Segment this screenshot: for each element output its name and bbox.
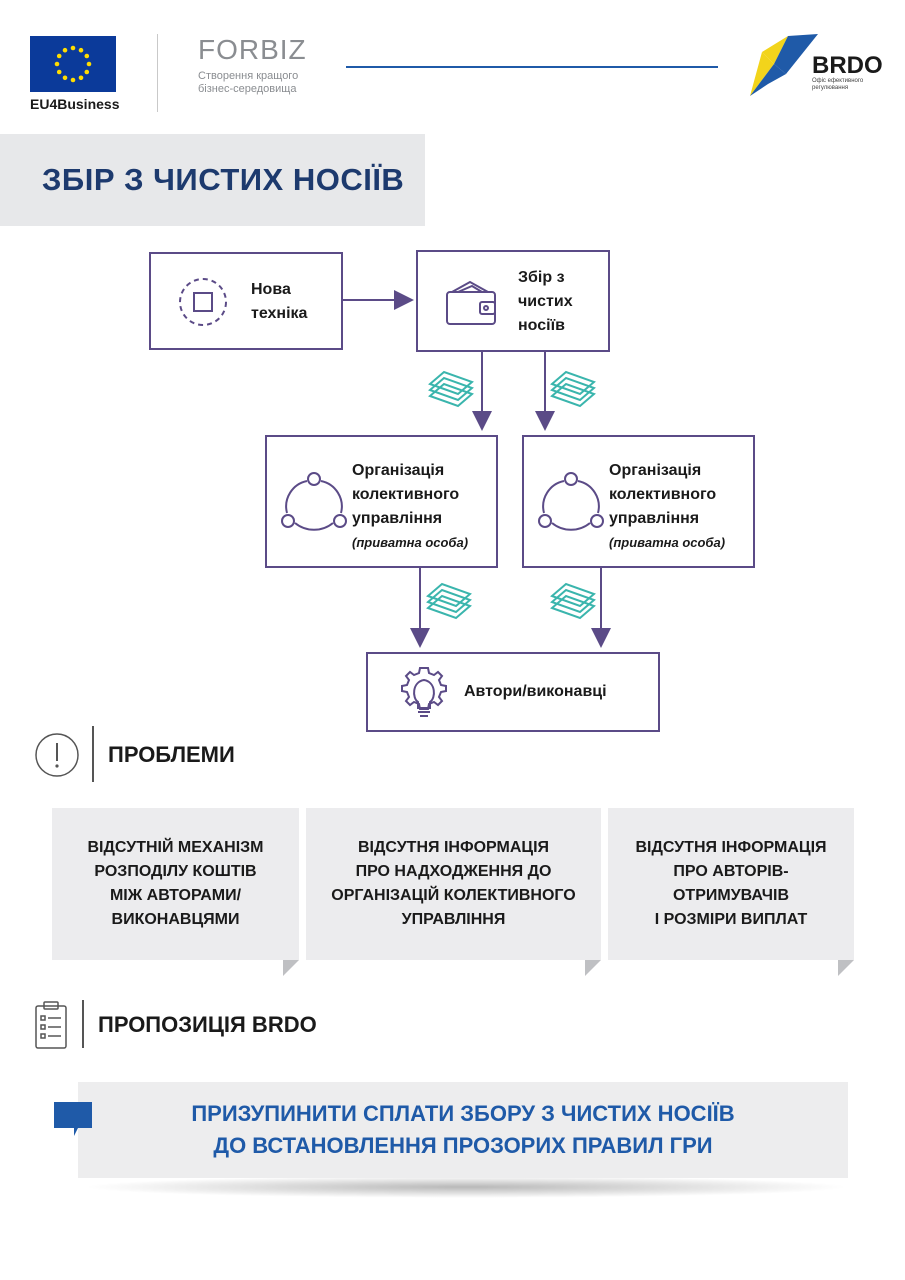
problem-card: ВІДСУТНЯ ІНФОРМАЦІЯ ПРО АВТОРІВ- ОТРИМУВ… xyxy=(608,808,854,960)
proposal-line: ПРИЗУПИНИТИ СПЛАТИ ЗБОРУ З ЧИСТИХ НОСІЇВ xyxy=(191,1101,735,1126)
money-stack-icon xyxy=(550,370,596,408)
label-line: Нова xyxy=(251,281,291,298)
label-line: колективного xyxy=(609,486,717,503)
card-fold-shade xyxy=(283,960,299,976)
label-line: Збір з xyxy=(518,269,565,286)
forbiz-subtitle: Створення кращого бізнес-середовища xyxy=(198,70,328,96)
wallet-icon xyxy=(446,280,496,325)
label-line: колективного xyxy=(352,486,460,503)
proposal-card xyxy=(78,1082,848,1178)
problem-line: РОЗПОДІЛУ КОШТІВ xyxy=(94,863,257,880)
speech-bubble-icon xyxy=(54,1102,92,1136)
money-stack-icon xyxy=(428,370,474,408)
proposal-shadow xyxy=(82,1176,850,1198)
lightbulb-gear-icon xyxy=(401,667,447,717)
levy-box: Збір з чистих носіїв xyxy=(416,250,610,352)
card-fold-shade xyxy=(838,960,854,976)
org-right-note: (приватна особа) xyxy=(609,535,726,550)
problem-line: ВІДСУТНІЙ МЕХАНІЗМ xyxy=(87,839,264,856)
exclamation-icon xyxy=(35,733,79,777)
device-icon xyxy=(179,278,227,326)
eu4business-label: EU4Business xyxy=(30,96,120,112)
brdo-logo-icon xyxy=(748,34,818,100)
section-separator xyxy=(92,726,94,782)
problem-line: ВИКОНАВЦЯМИ xyxy=(111,911,240,928)
brdo-subtitle-line: Офіс ефективного xyxy=(812,78,864,84)
header-rule xyxy=(346,66,718,68)
label-line: чистих xyxy=(518,293,573,310)
cycle-network-icon xyxy=(281,472,347,531)
problem-card: ВІДСУТНЯ ІНФОРМАЦІЯ ПРО НАДХОДЖЕННЯ ДО О… xyxy=(306,808,601,960)
header-divider xyxy=(157,34,158,112)
money-stack-icon xyxy=(550,582,596,620)
problem-line: ПРО АВТОРІВ- xyxy=(673,863,789,880)
problem-line: ВІДСУТНЯ ІНФОРМАЦІЯ xyxy=(357,839,550,856)
proposal-line: ДО ВСТАНОВЛЕННЯ ПРОЗОРИХ ПРАВИЛ ГРИ xyxy=(213,1133,713,1158)
problem-line: ОРГАНІЗАЦІЙ КОЛЕКТИВНОГО xyxy=(331,887,576,904)
problem-line: ОТРИМУВАЧІВ xyxy=(672,887,789,904)
org-right-label: Організація колективного управління (при… xyxy=(609,459,725,555)
label-line: техніка xyxy=(251,305,308,322)
problem-text: ВІДСУТНЯ ІНФОРМАЦІЯ ПРО НАДХОДЖЕННЯ ДО О… xyxy=(331,836,575,932)
label-line: Організація xyxy=(352,462,445,479)
authors-label: Автори/виконавці xyxy=(464,683,607,700)
brdo-subtitle: Офіс ефективного регулювання xyxy=(812,78,872,92)
problem-card: ВІДСУТНІЙ МЕХАНІЗМ РОЗПОДІЛУ КОШТІВ МІЖ … xyxy=(52,808,299,960)
brdo-subtitle-line: регулювання xyxy=(812,85,849,91)
section-separator xyxy=(82,1000,84,1048)
org-right-box: Організація колективного управління (при… xyxy=(522,435,755,568)
org-left-note: (приватна особа) xyxy=(352,535,469,550)
label-line: управління xyxy=(609,510,700,527)
org-left-box: Організація колективного управління (при… xyxy=(265,435,498,568)
levy-label: Збір з чистих носіїв xyxy=(518,266,573,338)
label-line: Організація xyxy=(609,462,702,479)
authors-box: Автори/виконавці xyxy=(366,652,660,732)
label-line: носіїв xyxy=(518,317,565,334)
page-title: ЗБІР З ЧИСТИХ НОСІЇВ xyxy=(42,162,405,197)
new-tech-label: Нова техніка xyxy=(251,278,307,326)
problem-line: МІЖ АВТОРАМИ/ xyxy=(109,887,242,904)
clipboard-checklist-icon xyxy=(35,1001,67,1049)
forbiz-subtitle-line: бізнес-середовища xyxy=(198,83,297,95)
proposal-title: ПРОПОЗИЦІЯ BRDO xyxy=(98,1012,317,1037)
proposal-text: ПРИЗУПИНИТИ СПЛАТИ ЗБОРУ З ЧИСТИХ НОСІЇВ… xyxy=(78,1098,848,1162)
eu-flag-logo xyxy=(30,36,116,92)
problems-title: ПРОБЛЕМИ xyxy=(108,742,235,767)
label-line: управління xyxy=(352,510,443,527)
problem-text: ВІДСУТНІЙ МЕХАНІЗМ РОЗПОДІЛУ КОШТІВ МІЖ … xyxy=(88,836,264,932)
problem-line: ВІДСУТНЯ ІНФОРМАЦІЯ xyxy=(635,839,827,856)
brdo-title: BRDO xyxy=(812,52,883,79)
forbiz-title: FORBIZ xyxy=(198,34,307,65)
problem-line: УПРАВЛІННЯ xyxy=(401,911,506,928)
money-stack-icon xyxy=(426,582,472,620)
title-band xyxy=(0,134,425,226)
card-fold-shade xyxy=(585,960,601,976)
problem-line: ПРО НАДХОДЖЕННЯ ДО xyxy=(355,863,552,880)
cycle-network-icon xyxy=(538,472,604,531)
new-tech-box: Нова техніка xyxy=(149,252,343,350)
problem-line: І РОЗМІРИ ВИПЛАТ xyxy=(654,911,808,928)
forbiz-subtitle-line: Створення кращого xyxy=(198,70,299,82)
problem-text: ВІДСУТНЯ ІНФОРМАЦІЯ ПРО АВТОРІВ- ОТРИМУВ… xyxy=(635,836,826,932)
org-left-label: Організація колективного управління (при… xyxy=(352,459,468,555)
